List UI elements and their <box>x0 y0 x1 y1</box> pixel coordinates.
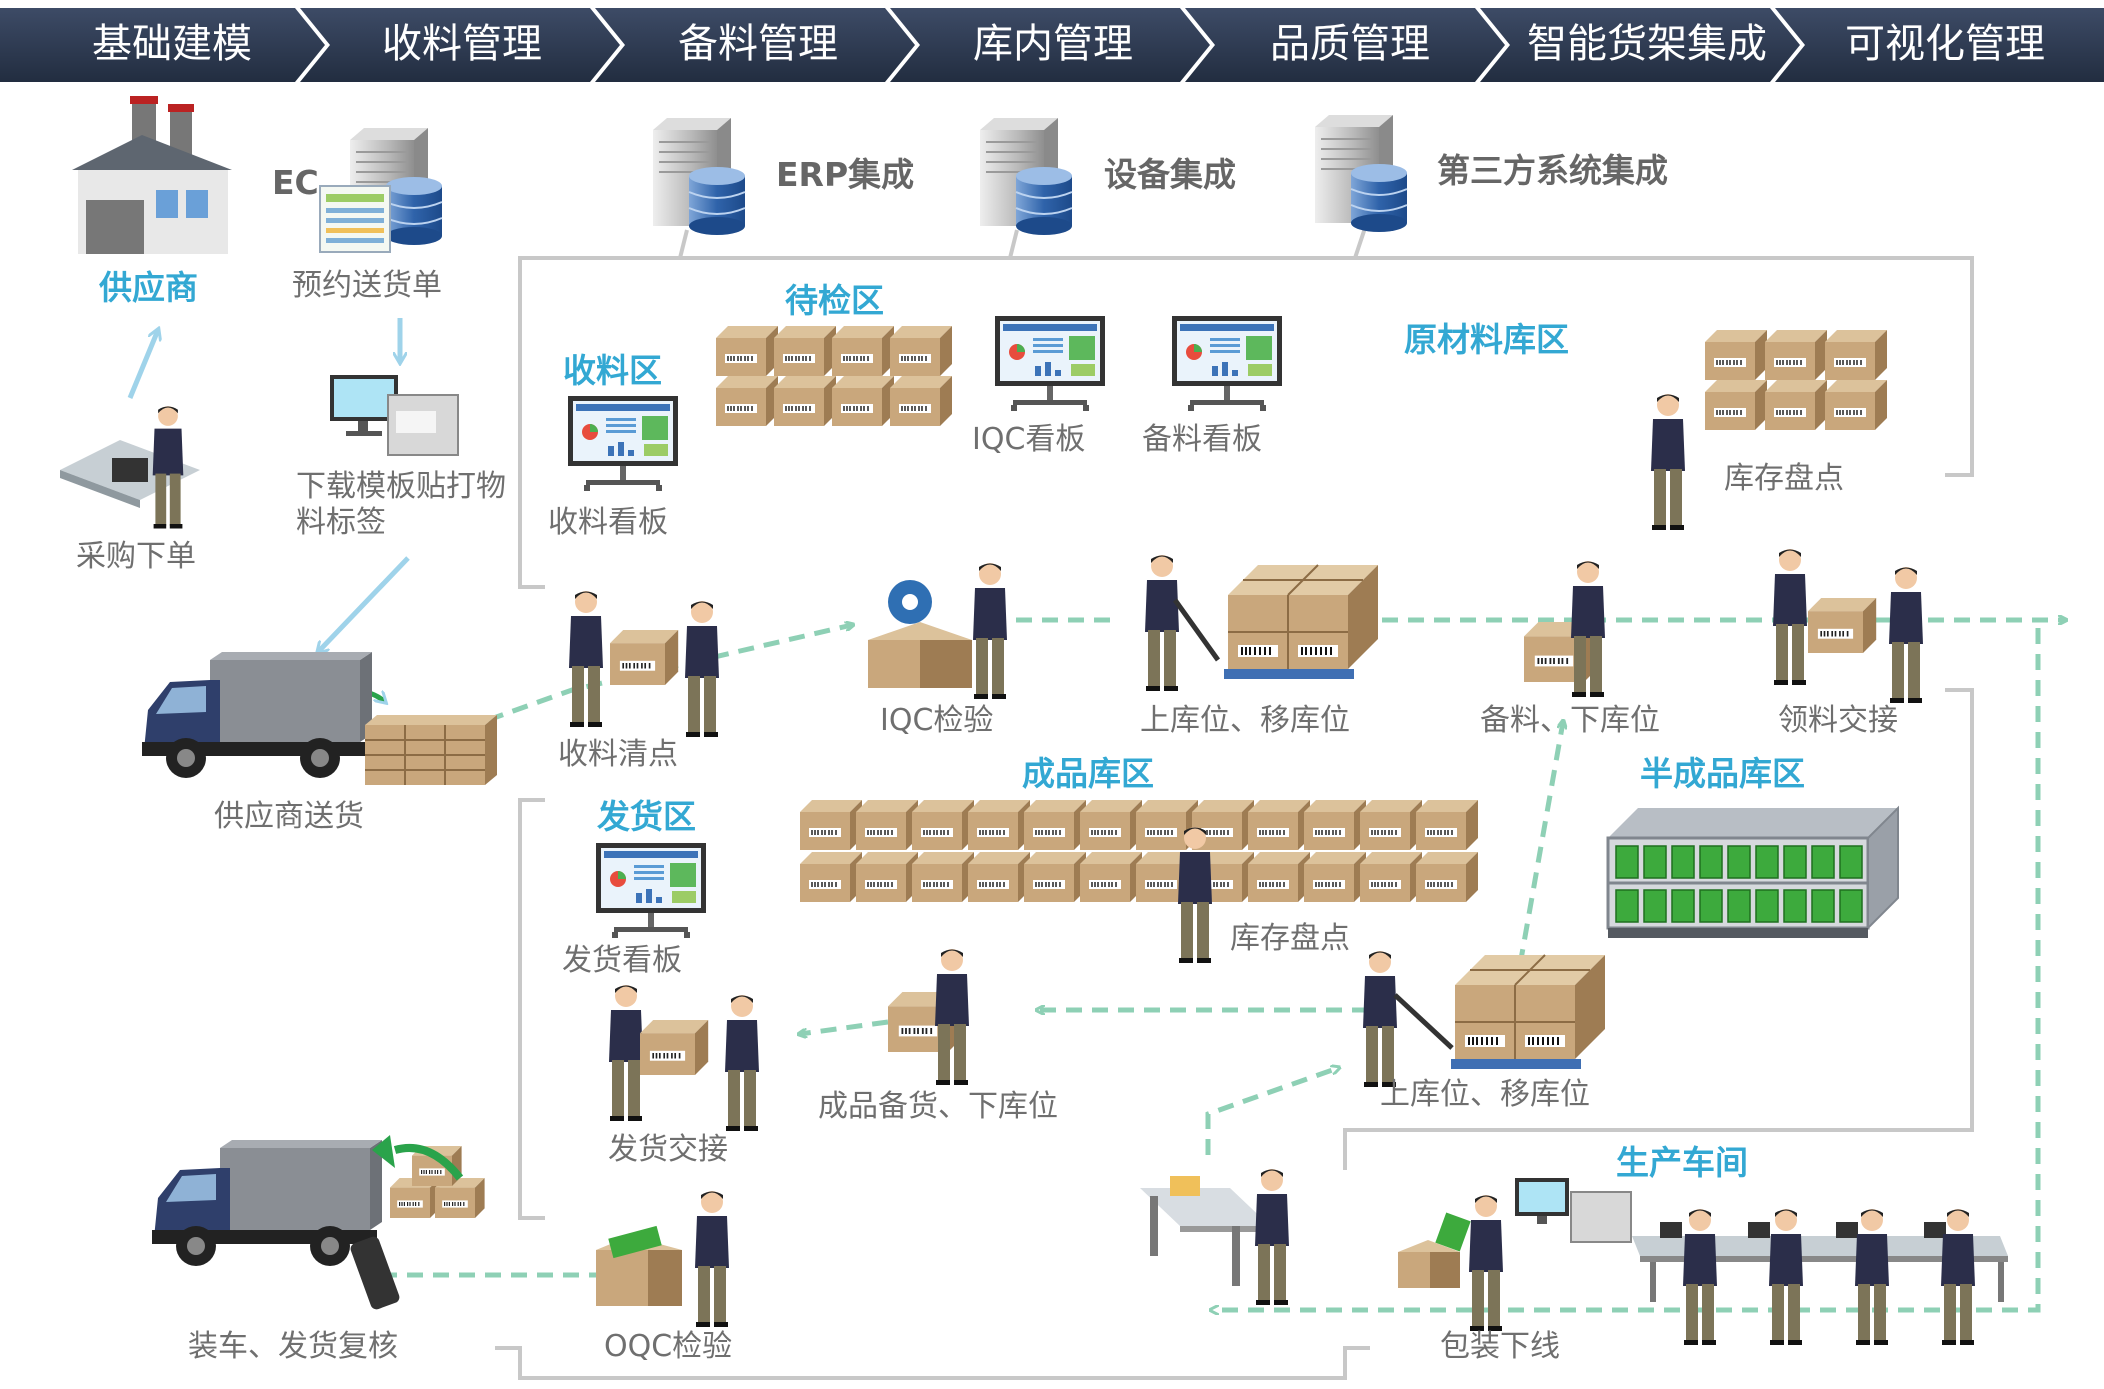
prep-board-icon <box>1172 316 1282 411</box>
putaway-scene <box>1145 555 1379 691</box>
header-step-shape[interactable] <box>890 8 1210 82</box>
caption-prep-pick: 备料、下库位 <box>1480 703 1660 738</box>
caption-prep-board: 备料看板 <box>1142 422 1262 457</box>
loading-arrow-icon <box>393 1143 464 1181</box>
step-quality[interactable]: 品质管理 <box>1270 21 1430 67</box>
caption-oqc-inspection: OQC检验 <box>604 1329 733 1364</box>
shipping-board-icon <box>596 843 706 938</box>
caption-booking-delivery: 预约送货单 <box>292 268 442 303</box>
iqc-board-icon <box>995 316 1105 411</box>
pending-inspection-boxes <box>715 325 953 427</box>
caption-purchase-order: 采购下单 <box>76 539 196 574</box>
issue-handover-scene <box>1773 549 1923 703</box>
caption-iqc-inspection: IQC检验 <box>880 703 994 738</box>
caption-supplier-delivery: 供应商送货 <box>214 799 364 834</box>
caption-shipping-board: 发货看板 <box>562 943 682 978</box>
caption-finished-prep: 成品备货、下库位 <box>818 1089 1058 1124</box>
caption-putaway-move: 上库位、移库位 <box>1140 703 1350 738</box>
zone-finished-goods: 成品库区 <box>1022 754 1154 793</box>
step-visualization[interactable]: 可视化管理 <box>1845 21 2045 67</box>
inspection-table-scene <box>1140 1169 1289 1305</box>
caption-receiving-count: 收料清点 <box>558 737 678 772</box>
finished-goods-boxes <box>799 799 1479 903</box>
header-step-shape[interactable] <box>0 8 325 82</box>
caption-iqc-board: IQC看板 <box>972 422 1086 457</box>
caption-receiving-board: 收料看板 <box>548 505 668 540</box>
caption-print-label-2: 料标签 <box>296 505 386 540</box>
finished-prep-scene <box>887 949 969 1085</box>
step-material-prep[interactable]: 备料管理 <box>678 21 838 67</box>
header-step-shape[interactable] <box>1480 8 1800 82</box>
erp-label: ERP集成 <box>776 155 915 194</box>
caption-stocktake-raw: 库存盘点 <box>1724 461 1844 496</box>
step-receiving[interactable]: 收料管理 <box>382 21 542 67</box>
raw-material-boxes <box>1704 329 1888 431</box>
erp-server-icon <box>652 117 746 236</box>
header-step-shape[interactable] <box>595 8 915 82</box>
receiving-count-scene <box>569 591 719 737</box>
header-step-shape[interactable] <box>1185 8 1505 82</box>
iqc-inspection-scene <box>868 563 1007 699</box>
receiving-board-icon <box>568 396 678 491</box>
prep-pick-scene <box>1523 561 1605 697</box>
device-label: 设备集成 <box>1104 155 1236 194</box>
caption-packing-offline: 包装下线 <box>1440 1329 1560 1364</box>
zone-pending-inspection: 待检区 <box>785 281 884 320</box>
header-step-shape[interactable] <box>1775 8 2104 82</box>
step-smart-shelf[interactable]: 智能货架集成 <box>1527 21 1767 67</box>
process-header <box>0 8 2104 82</box>
ec-label: EC <box>272 163 319 202</box>
zone-raw-material: 原材料库区 <box>1404 320 1569 359</box>
putaway-2-scene <box>1363 951 1606 1087</box>
device-server-icon <box>979 117 1073 236</box>
delivery-truck <box>142 652 372 778</box>
shipping-handover-scene <box>609 985 759 1131</box>
caption-loading-recheck: 装车、发货复核 <box>188 1329 398 1364</box>
third-party-label: 第三方系统集成 <box>1437 151 1668 190</box>
assembly-line <box>1632 1209 2008 1345</box>
caption-print-label-1: 下载模板贴打物 <box>296 469 506 504</box>
oqc-inspection-scene <box>596 1191 729 1327</box>
zone-semi-finished: 半成品库区 <box>1640 754 1805 793</box>
semi-finished-rack <box>1606 806 1900 940</box>
label-printer-icon <box>330 375 459 456</box>
header-step-shape[interactable] <box>300 8 620 82</box>
caption-shipping-handover: 发货交接 <box>608 1132 728 1167</box>
loading-arrow-head <box>372 1135 395 1168</box>
packing-scene <box>1398 1195 1503 1331</box>
step-basic-modeling[interactable]: 基础建模 <box>92 21 252 67</box>
caption-stocktake-finished: 库存盘点 <box>1230 921 1350 956</box>
production-computer-icon <box>1515 1178 1632 1243</box>
purchaser-person <box>60 406 200 529</box>
factory-icon <box>72 96 232 254</box>
caption-putaway-move-2: 上库位、移库位 <box>1380 1077 1590 1112</box>
third-party-server-icon <box>1314 114 1408 233</box>
zone-production: 生产车间 <box>1616 1143 1748 1182</box>
caption-issue-handover: 领料交接 <box>1778 703 1898 738</box>
ec-server-icon <box>319 127 443 253</box>
step-inventory[interactable]: 库内管理 <box>973 21 1133 67</box>
loading-truck <box>152 1140 486 1310</box>
delivered-goods <box>365 715 497 785</box>
zone-receiving: 收料区 <box>563 351 662 390</box>
frame-lines <box>495 227 1974 1380</box>
stocktake-worker <box>1651 394 1685 530</box>
zone-shipping: 发货区 <box>597 797 696 836</box>
zone-supplier: 供应商 <box>99 268 198 307</box>
